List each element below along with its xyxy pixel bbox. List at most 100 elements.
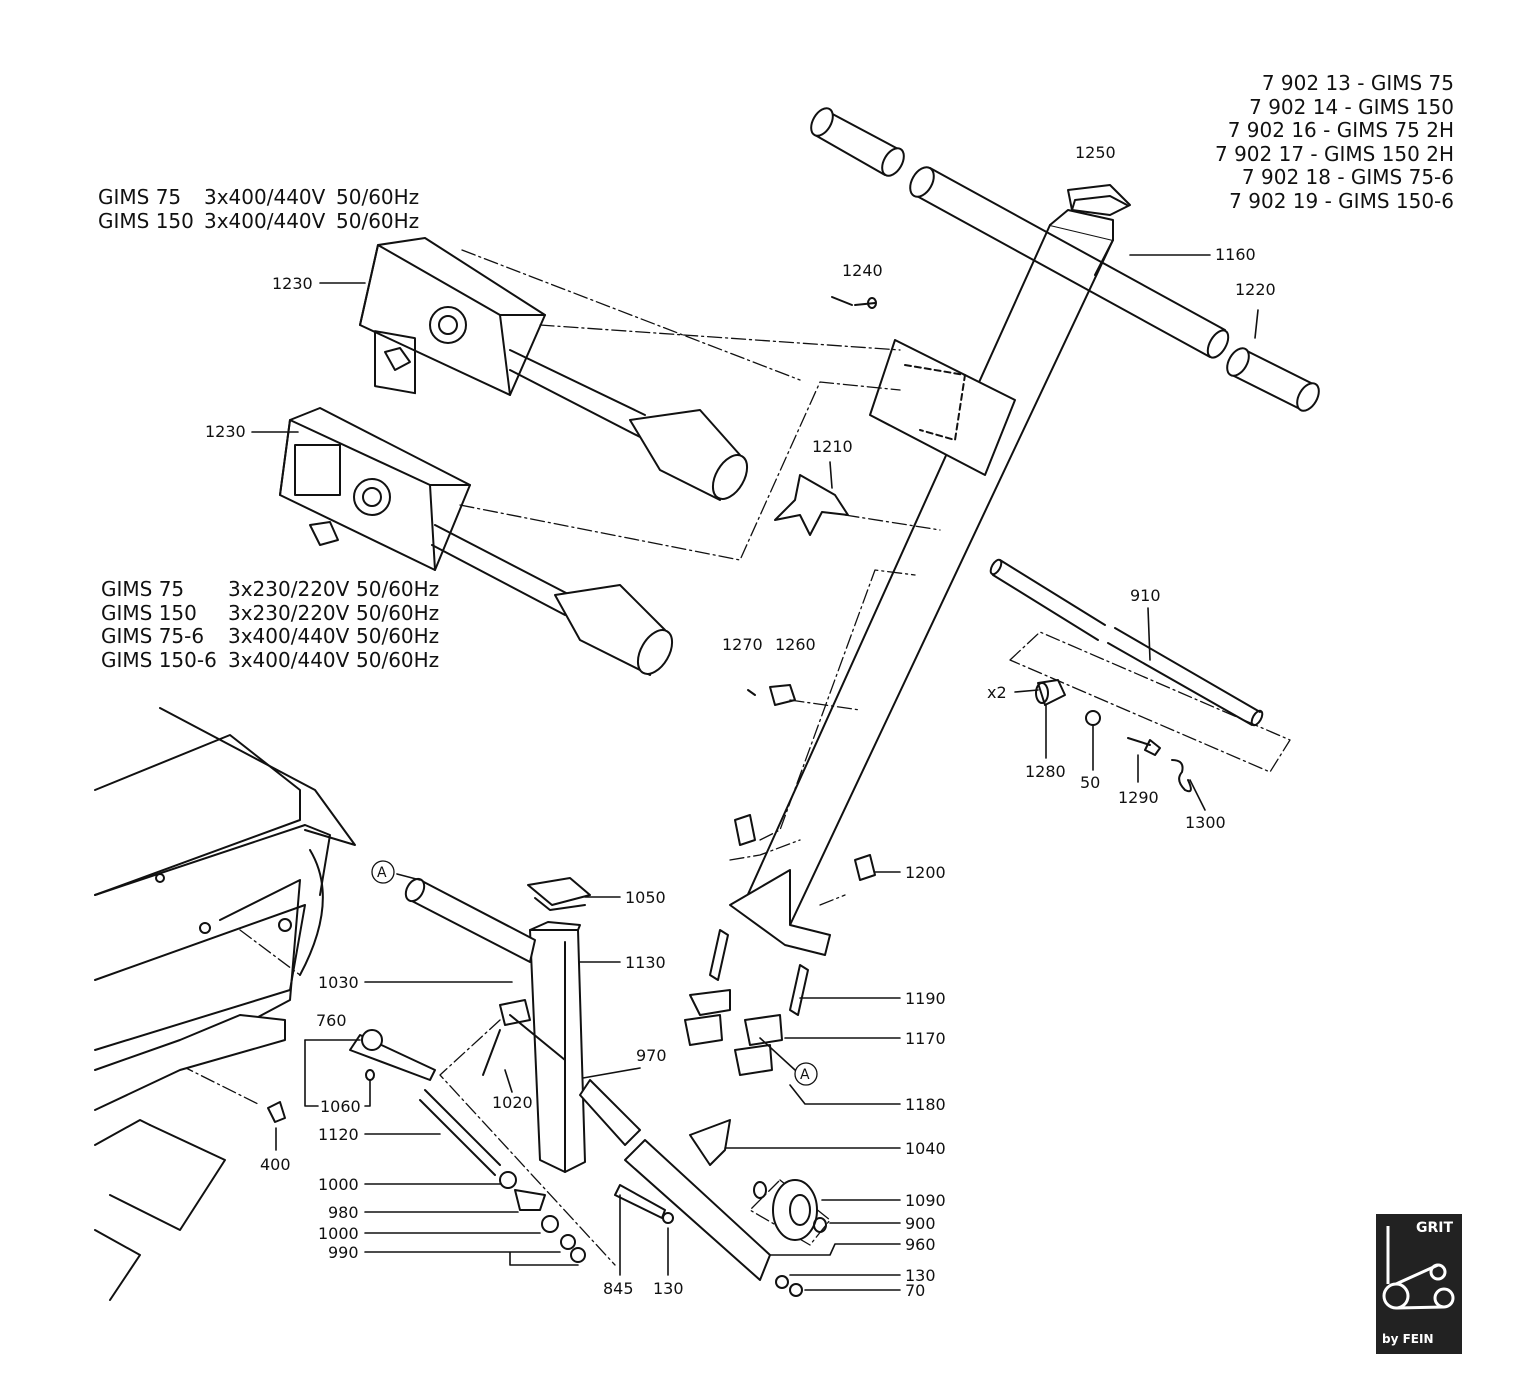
- part-label-1180: 1180: [905, 1095, 946, 1114]
- spec-row: GIMS 75 3x230/220V 50/60Hz: [101, 577, 440, 602]
- model-line: 7 902 16 - GIMS 75 2H: [1227, 118, 1454, 142]
- spec-model: GIMS 75: [101, 577, 185, 601]
- part-label-760: 760: [316, 1011, 347, 1030]
- spec-freq: 50/60Hz: [356, 577, 440, 601]
- part-label-1170: 1170: [905, 1029, 946, 1048]
- part-label-970: 970: [636, 1046, 667, 1065]
- part-label-1000: 1000: [318, 1224, 359, 1243]
- part-label-130: 130: [905, 1266, 936, 1285]
- spec-voltage: 3x400/440V: [204, 208, 326, 233]
- part-label-1270: 1270: [722, 635, 763, 654]
- rod-910: [989, 558, 1264, 727]
- part-label-1060: 1060: [320, 1097, 361, 1116]
- block-1260: [769, 684, 796, 706]
- switch-box-upper: [359, 237, 749, 501]
- part-label-960: 960: [905, 1235, 936, 1254]
- nut-50: [1085, 710, 1101, 726]
- spec-freq: 50/60Hz: [356, 647, 440, 672]
- quantity-label: x2: [987, 683, 1007, 702]
- spec-voltage: 3x400/440V: [228, 624, 350, 648]
- spec-row: GIMS 150 3x230/220V 50/60Hz: [101, 600, 440, 626]
- spec-top: GIMS 75 3x400/440V 50/60Hz GIMS 150 3x40…: [98, 185, 420, 234]
- hook-1300: [1171, 759, 1192, 793]
- part-label-1200: 1200: [905, 863, 946, 882]
- part-label-980: 980: [328, 1203, 359, 1222]
- part-label-70: 70: [905, 1281, 926, 1300]
- screw-1270: [747, 689, 756, 696]
- spec-row: GIMS 75-6 3x400/440V 50/60Hz: [101, 624, 440, 649]
- part-label-990: 990: [328, 1243, 359, 1262]
- part-label-1240: 1240: [842, 261, 883, 280]
- cap-1250: [1067, 184, 1131, 216]
- mount-plate: [869, 339, 1016, 476]
- spec-model: GIMS 150-6: [101, 647, 217, 672]
- part-label-400: 400: [260, 1155, 291, 1174]
- part-label-50: 50: [1080, 773, 1101, 792]
- column-tube: [739, 209, 1114, 926]
- model-line: 7 902 14 - GIMS 150: [1249, 94, 1454, 119]
- part-label-1230: 1230: [272, 274, 313, 293]
- part-label-1050: 1050: [625, 888, 666, 907]
- machine-body: [94, 707, 356, 1301]
- part-label-1000: 1000: [318, 1175, 359, 1194]
- grip-top: [810, 107, 905, 177]
- arm-A: [404, 877, 536, 963]
- part-label-900: 900: [905, 1214, 936, 1233]
- sleeve-1280: [1035, 679, 1066, 706]
- part-label-1250: 1250: [1075, 143, 1116, 162]
- spec-model: GIMS 75: [98, 185, 182, 209]
- spec-voltage: 3x400/440V: [204, 185, 326, 209]
- grit-logo: GRIT by FEIN: [1376, 1214, 1462, 1354]
- part-label-910: 910: [1130, 586, 1161, 605]
- part-label-1030: 1030: [318, 973, 359, 992]
- spec-row: GIMS 150-6 3x400/440V 50/60Hz: [101, 647, 440, 673]
- spec-freq: 50/60Hz: [336, 208, 420, 233]
- lower-column-1130: [529, 921, 586, 1173]
- part-label-130: 130: [653, 1279, 684, 1298]
- part-label-1160: 1160: [1215, 245, 1256, 264]
- part-label-1290: 1290: [1118, 788, 1159, 807]
- part-label-1130: 1130: [625, 953, 666, 972]
- spec-row: GIMS 75 3x400/440V 50/60Hz: [98, 185, 420, 210]
- cap-1050: [527, 877, 591, 911]
- part-label-1300: 1300: [1185, 813, 1226, 832]
- spec-model: GIMS 150: [101, 600, 197, 625]
- spec-model: GIMS 75-6: [101, 624, 205, 648]
- part-label-1190: 1190: [905, 989, 946, 1008]
- part-label-1090: 1090: [905, 1191, 946, 1210]
- model-line: 7 902 19 - GIMS 150-6: [1229, 188, 1454, 213]
- eyebolt-1290: [1127, 737, 1161, 756]
- crossbar-1160: [909, 166, 1230, 359]
- belt-grinder-logo-icon: [1382, 1226, 1455, 1310]
- part-label-845: 845: [603, 1279, 634, 1298]
- spec-freq: 50/60Hz: [356, 624, 440, 648]
- part-label-1220: 1220: [1235, 280, 1276, 299]
- callout-a: A: [800, 1067, 810, 1083]
- spec-freq: 50/60Hz: [356, 600, 440, 625]
- spec-model: GIMS 150: [98, 208, 194, 233]
- part-label-1020: 1020: [492, 1093, 533, 1112]
- part-label-1280: 1280: [1025, 762, 1066, 781]
- model-line: 7 902 13 - GIMS 75: [1261, 71, 1454, 95]
- model-list: 7 902 13 - GIMS 75 7 902 14 - GIMS 150 7…: [1215, 71, 1454, 213]
- grip-right-1220: [1226, 347, 1320, 412]
- part-label-1260: 1260: [775, 635, 816, 654]
- part-label-1230: 1230: [205, 422, 246, 441]
- spec-row: GIMS 150 3x400/440V 50/60Hz: [98, 208, 420, 234]
- model-line: 7 902 17 - GIMS 150 2H: [1215, 141, 1454, 166]
- spec-voltage: 3x230/220V: [228, 577, 350, 601]
- part-label-1120: 1120: [318, 1125, 359, 1144]
- spec-voltage: 3x400/440V: [228, 647, 350, 672]
- spec-voltage: 3x230/220V: [228, 600, 350, 625]
- column-foot: [729, 869, 831, 956]
- knob-1210: [774, 474, 849, 536]
- logo-brand: GRIT: [1416, 1220, 1454, 1236]
- callout-a: A: [377, 865, 387, 881]
- part-label-1040: 1040: [905, 1139, 946, 1158]
- logo-byline: by FEIN: [1382, 1332, 1434, 1346]
- spec-freq: 50/60Hz: [336, 185, 420, 209]
- model-line: 7 902 18 - GIMS 75-6: [1241, 165, 1454, 189]
- switch-box-lower: [279, 407, 674, 676]
- spec-bottom: GIMS 75 3x230/220V 50/60Hz GIMS 150 3x23…: [101, 577, 440, 673]
